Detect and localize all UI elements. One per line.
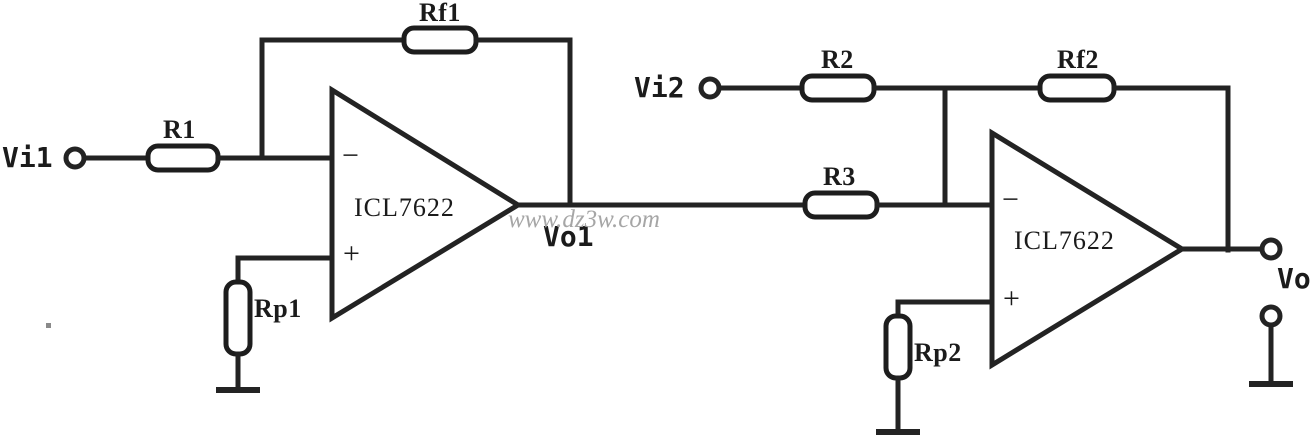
label-opamp-u2-part: ICL7622 <box>1014 226 1115 255</box>
label-rf1: Rf1 <box>419 0 461 27</box>
opamp-u1-body <box>329 85 523 323</box>
wire-rf2-to-vo-node <box>1111 85 1231 253</box>
label-u1-noninverting-sign: + <box>343 237 361 270</box>
label-r2: R2 <box>821 45 854 74</box>
label-rp1: Rp1 <box>254 294 302 323</box>
opamp-u2-body <box>989 128 1187 370</box>
vo-terminal[interactable] <box>1259 237 1283 261</box>
resistor-rf1 <box>401 25 479 55</box>
resistor-r2 <box>799 73 877 103</box>
wire-rf1-to-vo1-node <box>473 37 573 208</box>
resistor-r3 <box>802 190 880 220</box>
label-u1-inverting-sign: − <box>342 139 360 172</box>
vi2-terminal[interactable] <box>698 76 722 100</box>
resistor-rp1 <box>223 279 253 357</box>
label-u2-inverting-sign: − <box>1002 183 1020 216</box>
label-opamp-u1-part: ICL7622 <box>354 193 455 222</box>
label-r1: R1 <box>163 115 196 144</box>
resistor-rp2 <box>883 313 913 381</box>
resistor-r1 <box>145 143 221 173</box>
wire-u1-inverting-node-to-rf1 <box>259 37 407 161</box>
resistor-rf2 <box>1037 73 1117 103</box>
label-vo: Vo <box>1277 262 1310 295</box>
label-r3: R3 <box>823 162 856 191</box>
watermark-text: www.dz3w.com <box>508 206 660 233</box>
label-rf2: Rf2 <box>1057 45 1099 74</box>
label-u2-noninverting-sign: + <box>1003 282 1021 315</box>
vo-return-terminal[interactable] <box>1259 304 1283 328</box>
label-vo1: Vo1 <box>543 220 594 253</box>
vi1-terminal[interactable] <box>63 146 87 170</box>
label-vi2: Vi2 <box>634 71 685 104</box>
label-rp2: Rp2 <box>914 338 962 367</box>
scan-speck <box>46 323 51 328</box>
label-vi1: Vi1 <box>2 141 53 174</box>
